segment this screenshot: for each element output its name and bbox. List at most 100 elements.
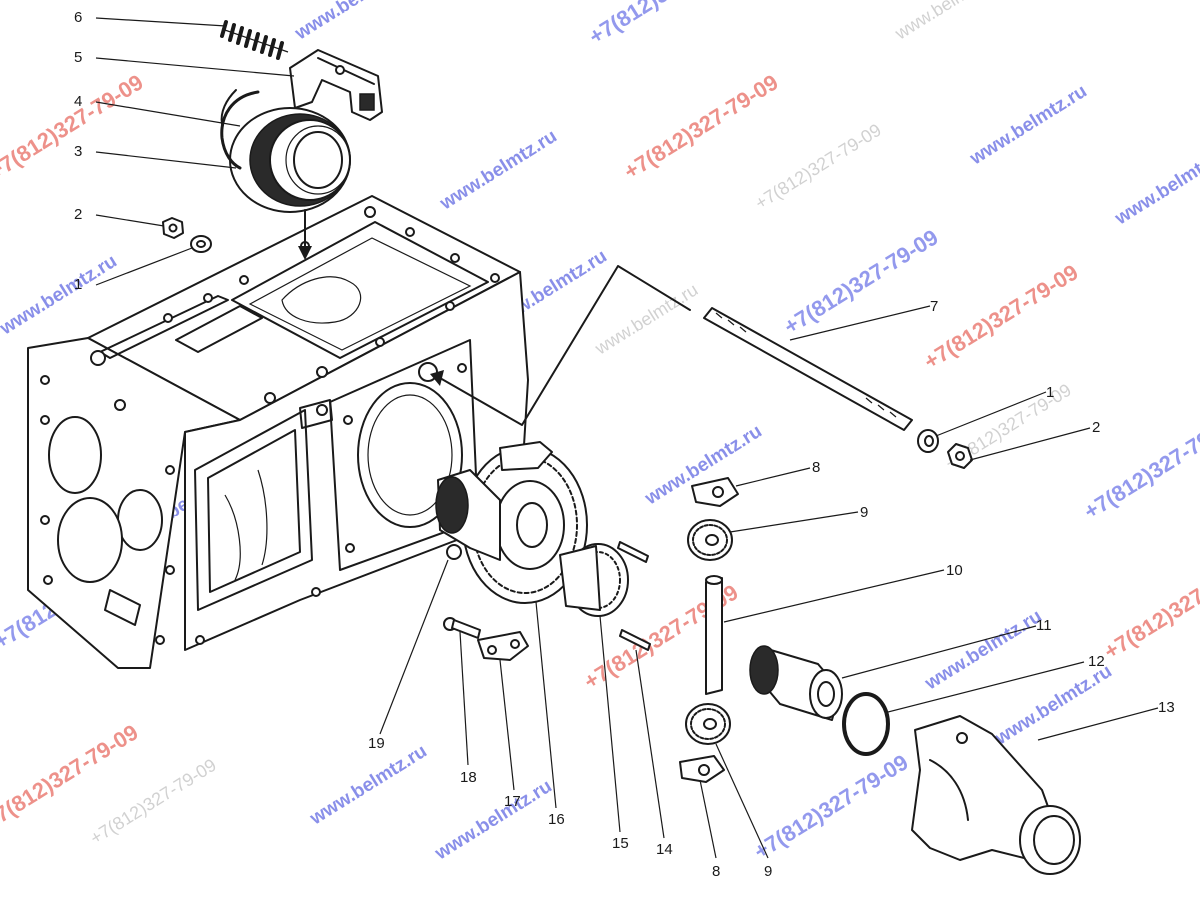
satellite-gear-part-9-upper: [687, 519, 733, 561]
callout-8: 8: [812, 459, 820, 476]
bolt-hole: [165, 465, 175, 475]
nut-part-2-upper: [162, 217, 184, 239]
bolt-hole: [195, 635, 205, 645]
shaft-part-10: [705, 575, 723, 695]
bolt-hole: [445, 301, 455, 311]
bolt-hole: [343, 415, 353, 425]
callout-8-lower: 8: [712, 863, 720, 880]
bolt-hole: [457, 363, 467, 373]
side-boss: [299, 399, 333, 429]
fork-pivot: [359, 93, 375, 111]
fork-hole: [335, 65, 345, 75]
front-slot: [104, 589, 141, 626]
watermark-phone: +7(812)327-79-09: [749, 749, 912, 864]
nut-part-2-right: [947, 443, 973, 469]
callout-3: 3: [74, 143, 82, 160]
bolt-hole: [316, 404, 328, 416]
watermark-site-faint: www.belmtz.ru: [591, 279, 702, 359]
watermark-site: www.belmtz.ru: [0, 251, 121, 340]
transmission-housing: [27, 195, 529, 669]
locking-plate-upper: [499, 441, 553, 471]
bolt-hole: [114, 399, 126, 411]
callout-17: 17: [504, 793, 521, 810]
pin-part-14: [619, 629, 651, 651]
carrier-body: [559, 545, 601, 611]
watermark-site: www.belmtz.ru: [306, 741, 431, 830]
bolt-hole: [345, 543, 355, 553]
locking-plate-part-17: [477, 631, 529, 661]
front-bore-lower: [57, 497, 123, 583]
callout-1-right: 1: [1046, 384, 1054, 401]
thrust-washer-part-8-lower: [679, 755, 725, 783]
spring-part-6: [220, 20, 289, 60]
bolt-hole: [405, 227, 415, 237]
watermark-phone: +7(812)327-79-09: [0, 69, 148, 184]
top-pad: [175, 305, 263, 353]
watermark-phone: +7(812)327-79-09: [919, 259, 1082, 374]
callout-9-lower: 9: [764, 863, 772, 880]
watermark-site: www.belmtz.ru: [436, 126, 561, 215]
callout-16: 16: [548, 811, 565, 828]
differential-assembly: [435, 441, 651, 661]
side-main-bore-inner: [367, 394, 453, 516]
bolt-hole: [90, 350, 106, 366]
bolt-hole: [316, 366, 328, 378]
window-rib: [224, 494, 241, 581]
bolt-hole: [239, 275, 249, 285]
washer-part-1-upper: [190, 235, 212, 253]
bolt-hole: [203, 293, 213, 303]
bolt-hole: [40, 375, 50, 385]
leader-lines: [95, 17, 1159, 859]
fork-edge: [317, 57, 375, 85]
side-window-opening: [207, 429, 301, 593]
pin-part-14-upper: [617, 541, 649, 563]
top-opening-inner: [248, 237, 472, 351]
arrow-head: [298, 246, 312, 260]
callout-labels: 6 5 4 3 2 1 7 1 2 8 9 10 11 12 13 19 18 …: [74, 9, 1175, 880]
watermark-phone: +7(812)327-79-09: [584, 0, 747, 49]
bearing-bore: [293, 131, 343, 189]
callout-2-right: 2: [1092, 419, 1100, 436]
callout-15: 15: [612, 835, 629, 852]
ring-gear-bore: [516, 502, 548, 548]
bolt-hole: [311, 587, 321, 597]
watermark-phone-faint: +7(812)327-79-09: [752, 120, 885, 214]
callout-5: 5: [74, 49, 82, 66]
retaining-ring-part-12: [842, 692, 890, 756]
assembly-arrows: [298, 209, 691, 426]
bolt-hole: [264, 392, 276, 404]
callout-9: 9: [860, 504, 868, 521]
side-gear-part-11: [749, 645, 843, 721]
bolt-hole: [40, 415, 50, 425]
bolt-hole: [165, 565, 175, 575]
side-main-bore: [357, 382, 463, 528]
watermark-phone: +7(812)327-79-09: [1099, 549, 1200, 664]
callout-13: 13: [1158, 699, 1175, 716]
callout-7: 7: [930, 298, 938, 315]
snap-ring-part-4: [220, 90, 260, 170]
callout-6: 6: [74, 9, 82, 26]
callout-1: 1: [74, 276, 82, 293]
watermark-site: www.belmtz.ru: [431, 776, 556, 865]
watermark-site-faint: www.belmtz.ru: [891, 0, 1002, 44]
watermark-site: www.belmtz.ru: [291, 0, 416, 45]
washer-part-1-right: [917, 429, 939, 453]
bolt-hole: [490, 273, 500, 283]
bolt-hole: [450, 253, 460, 263]
arrow-head: [430, 370, 444, 386]
watermark-phone: +7(812)327-79-09: [779, 224, 942, 339]
watermark-site: www.belmtz.ru: [1111, 141, 1200, 230]
callout-19: 19: [368, 735, 385, 752]
watermark-site: www.belmtz.ru: [966, 81, 1091, 170]
satellite-gear-part-9-lower: [685, 703, 731, 745]
callout-2: 2: [74, 206, 82, 223]
front-bore-right: [117, 489, 163, 551]
release-fork-part-5: [289, 49, 383, 121]
bolt-hole: [43, 575, 53, 585]
watermark-site: www.belmtz.ru: [921, 606, 1046, 695]
bolt-part-18: [443, 617, 481, 639]
bearing-bore-top: [281, 276, 362, 324]
callout-4: 4: [74, 93, 82, 110]
bearing-race: [285, 125, 351, 195]
